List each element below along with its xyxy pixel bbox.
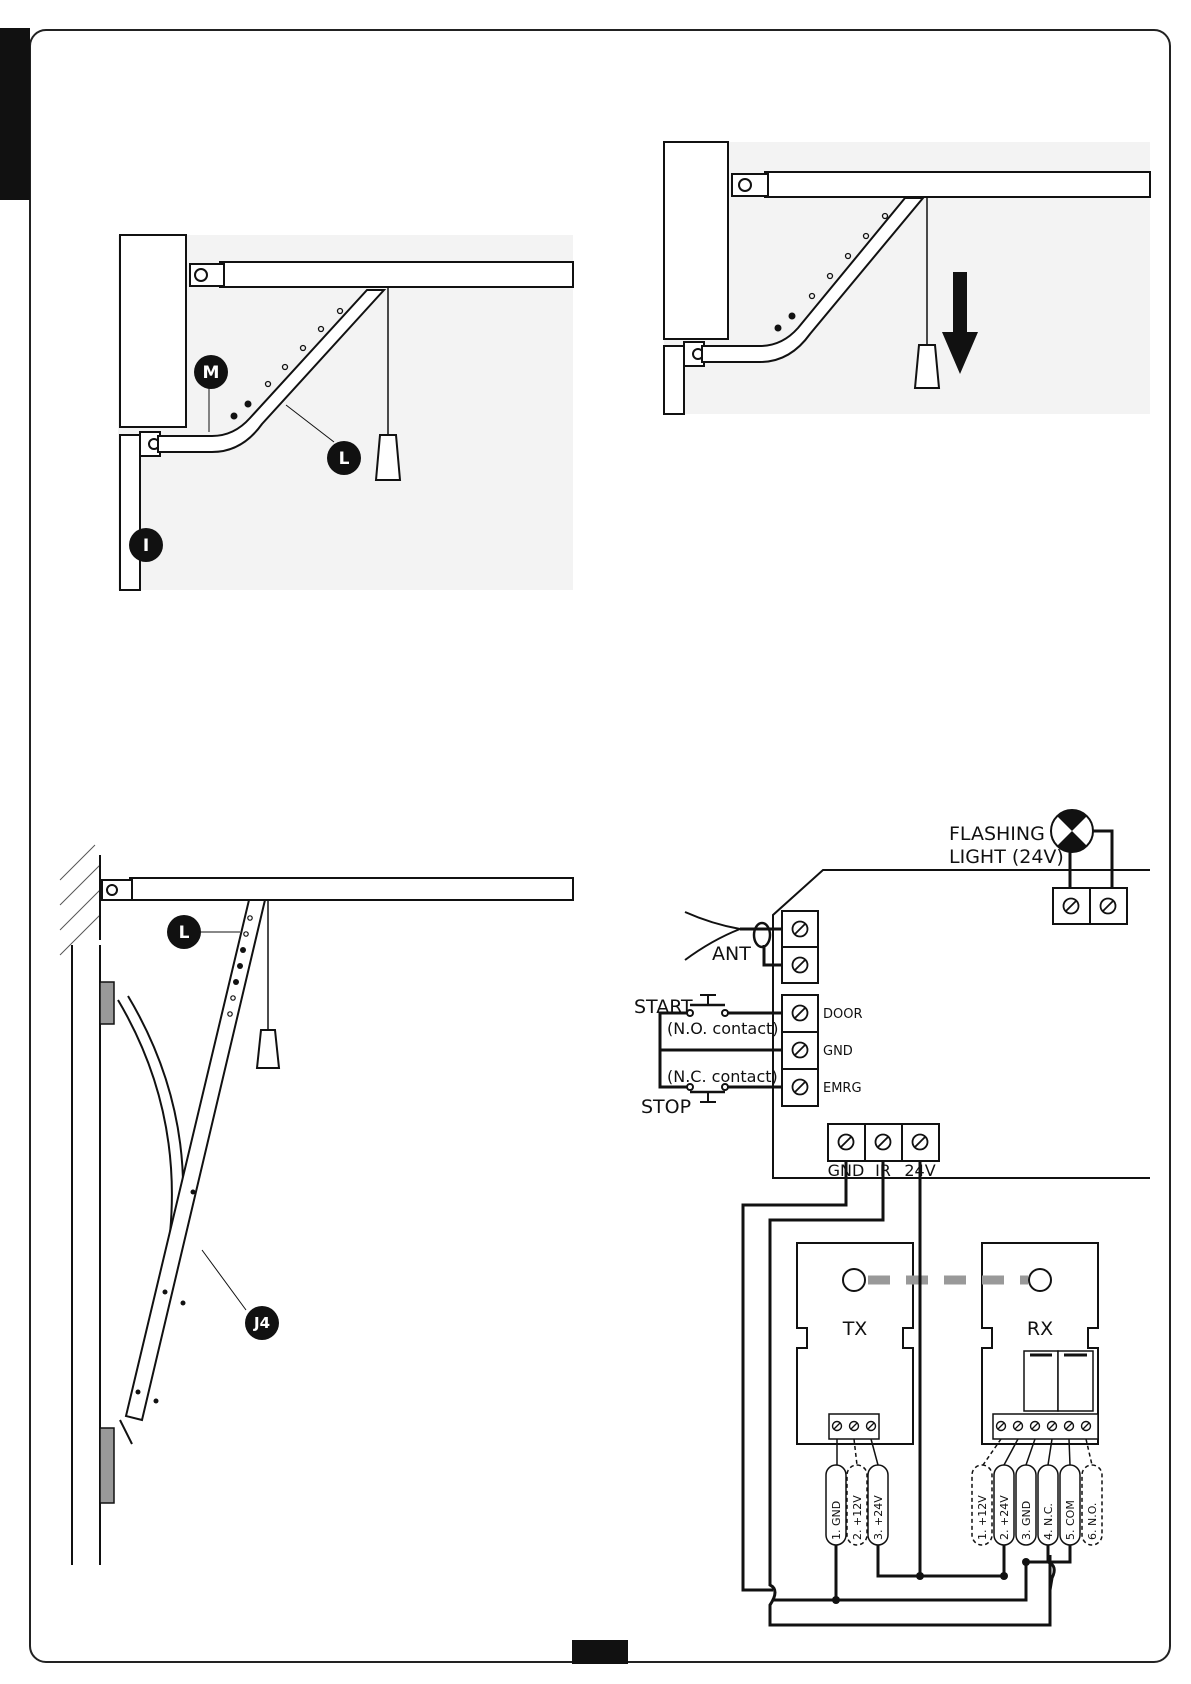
tx-wire-1-label: 1. GND	[830, 1501, 843, 1540]
tx-wire-3-label: 3. +24V	[872, 1495, 885, 1540]
rx-wire-2-label: 2. +24V	[998, 1495, 1011, 1540]
rx-wire-3-label: 3. GND	[1020, 1501, 1033, 1540]
rx-wire-4-label: 4. N.C.	[1042, 1503, 1055, 1540]
gnd-terminal-label: GND	[823, 1044, 853, 1059]
figure-3-arm-open-door: L J4	[60, 845, 573, 1565]
side-tab	[0, 28, 30, 200]
callout-m-label: M	[203, 363, 220, 383]
start-label: START	[634, 996, 693, 1018]
figure-2-release-cord	[664, 142, 1150, 414]
page-number-box	[572, 1640, 628, 1664]
figure-4-wiring-diagram: FLASHING LIGHT (24V) DOOR GND EMRG	[634, 810, 1150, 1625]
callout-i-label: I	[143, 536, 149, 556]
callout-l-label: L	[339, 449, 350, 469]
nc-contact-label: (N.C. contact)	[667, 1067, 778, 1086]
rx-wire-1-label: 1. +12V	[976, 1495, 989, 1540]
figure-1-arm-mount: M L I	[118, 235, 573, 590]
callout-j4-label: J4	[253, 1314, 270, 1332]
rx-label: RX	[1027, 1318, 1053, 1340]
door-terminal-label: DOOR	[823, 1007, 863, 1022]
tx-label: TX	[842, 1318, 868, 1340]
rx-wire-5-label: 5. COM	[1064, 1500, 1077, 1540]
emrg-terminal-label: EMRG	[823, 1081, 862, 1096]
flashing-light-label-2: LIGHT (24V)	[949, 846, 1064, 868]
callout-l-fig3-label: L	[179, 923, 190, 943]
ant-label: ANT	[712, 943, 751, 965]
stop-label: STOP	[641, 1096, 691, 1118]
flashing-light-label: FLASHING	[949, 823, 1045, 845]
stop-switch-icon	[687, 1084, 782, 1102]
rx-wire-6-label: 6. N.O.	[1086, 1503, 1099, 1540]
no-contact-label: (N.O. contact)	[667, 1019, 779, 1038]
tx-wire-2-label: 2. +12V	[851, 1495, 864, 1540]
